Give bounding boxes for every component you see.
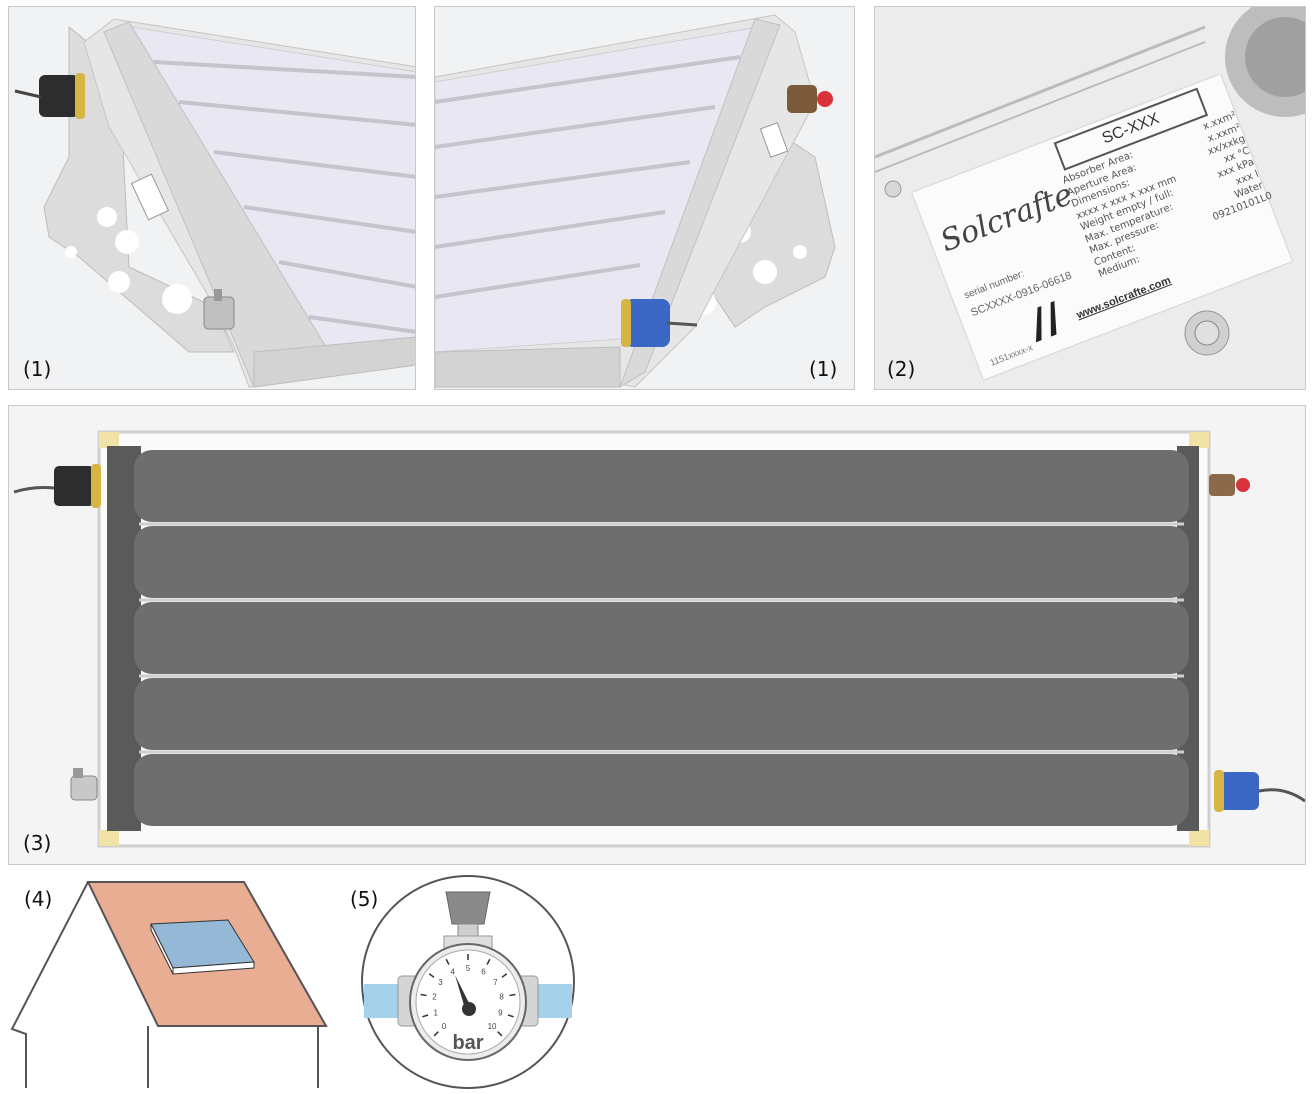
panel-label: (1) bbox=[23, 357, 52, 381]
collector-tubes bbox=[134, 450, 1189, 826]
gauge-tick bbox=[445, 958, 450, 965]
panel-label: (1) bbox=[809, 357, 838, 381]
gauge-tick-label: 5 bbox=[466, 964, 471, 973]
panel-nameplate: Solcrafte SC-XXX Absorber Area:Aperture … bbox=[874, 6, 1306, 390]
gauge-unit: bar bbox=[452, 1032, 483, 1054]
gauge-tick bbox=[428, 973, 435, 978]
panel-label: (4) bbox=[24, 887, 53, 911]
gauge-tick-label: 9 bbox=[498, 1009, 503, 1018]
gauge-tick bbox=[509, 993, 516, 997]
gauge-tick-label: 6 bbox=[481, 968, 486, 977]
gauge-tick bbox=[422, 1014, 429, 1018]
panel-label: (5) bbox=[350, 887, 379, 911]
gauge-tick-label: 1 bbox=[433, 1009, 438, 1018]
pressure-gauge-diagram: 01 234 5 678 910 bar bbox=[361, 875, 575, 1089]
gauge-tick-label: 10 bbox=[488, 1022, 497, 1031]
gauge-tick bbox=[486, 958, 491, 965]
panel-collector-right-view: (1) bbox=[434, 6, 855, 390]
panel-label: (2) bbox=[887, 357, 916, 381]
nameplate-card: Solcrafte SC-XXX Absorber Area:Aperture … bbox=[912, 74, 1292, 380]
gauge-tick bbox=[507, 1014, 514, 1018]
panel-label: (3) bbox=[23, 831, 52, 855]
plate-logo: Solcrafte bbox=[935, 177, 1078, 260]
collector-top-illustration bbox=[13, 430, 1305, 848]
collector-right-illustration bbox=[435, 14, 836, 389]
gauge-tick bbox=[497, 1031, 503, 1037]
gauge-tick-label: 0 bbox=[442, 1022, 447, 1031]
panel-collector-top-view: (3) bbox=[8, 405, 1306, 865]
plate-mark-icon bbox=[1035, 300, 1057, 343]
gauge-tick-label: 7 bbox=[493, 978, 498, 987]
collector-left-illustration bbox=[14, 18, 415, 388]
panel-collector-left-view: (1) bbox=[8, 6, 416, 390]
gauge-tick-label: 8 bbox=[499, 993, 504, 1002]
gauge-tick bbox=[433, 1031, 439, 1037]
gauge-tick-label: 3 bbox=[438, 978, 443, 987]
gauge-tick-label: 4 bbox=[450, 968, 455, 977]
gauge-tick-labels: 01 234 5 678 910 bbox=[420, 954, 516, 1037]
gauge-tick bbox=[501, 973, 508, 978]
gauge-tick bbox=[420, 993, 427, 997]
roof-diagram bbox=[10, 881, 328, 1088]
gauge-tick-label: 2 bbox=[432, 993, 437, 1002]
